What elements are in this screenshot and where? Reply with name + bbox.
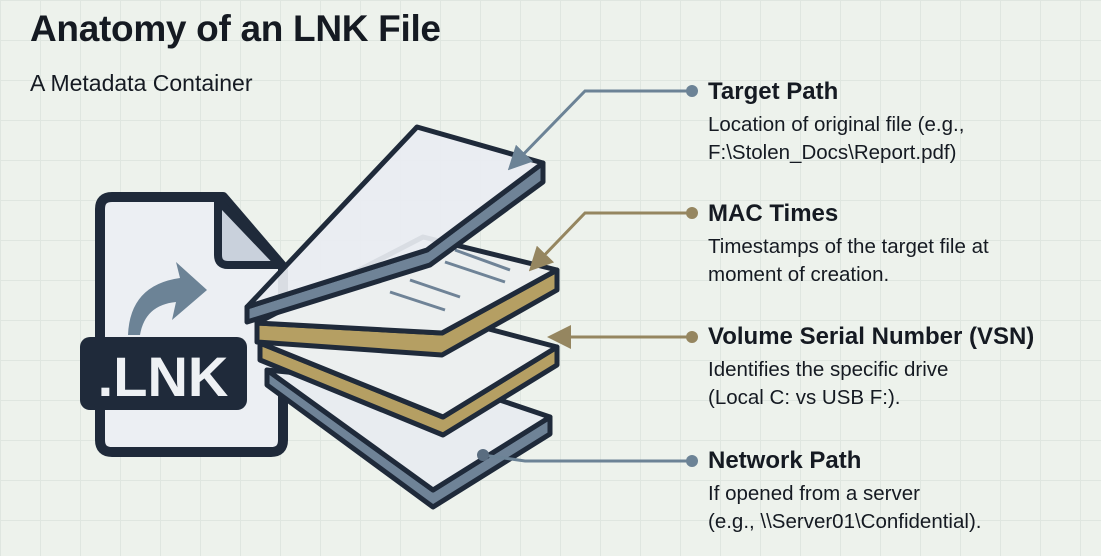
item-network-path: Network Path If opened from a server (e.g… bbox=[708, 446, 981, 536]
item-heading: Target Path bbox=[708, 78, 839, 105]
item-line: (e.g., \\Server01\Confidential). bbox=[708, 510, 982, 533]
item-vsn: Volume Serial Number (VSN) Identifies th… bbox=[708, 322, 1034, 412]
connector-target-path bbox=[507, 85, 698, 171]
item-line: Timestamps of the target file at bbox=[708, 235, 989, 258]
page-subtitle: A Metadata Container bbox=[30, 70, 253, 96]
item-target-path: Target Path Location of original file (e… bbox=[708, 77, 964, 167]
item-heading: Network Path bbox=[708, 447, 862, 474]
item-heading: Volume Serial Number (VSN) bbox=[708, 323, 1035, 350]
item-line: (Local C: vs USB F:). bbox=[708, 386, 901, 409]
connector-mac-times bbox=[528, 207, 698, 272]
connector-network-path bbox=[477, 449, 698, 467]
file-icon: .LNK bbox=[80, 192, 288, 457]
page-title: Anatomy of an LNK File bbox=[30, 8, 441, 49]
layer-target-path bbox=[244, 124, 546, 325]
connector-vsn bbox=[547, 325, 698, 349]
item-line: If opened from a server bbox=[708, 482, 920, 505]
item-line: Location of original file (e.g., bbox=[708, 113, 965, 136]
item-line: Identifies the specific drive bbox=[708, 358, 949, 381]
item-line: moment of creation. bbox=[708, 263, 890, 286]
lnk-badge bbox=[80, 337, 247, 410]
lnk-badge-label: .LNK bbox=[98, 345, 229, 408]
item-mac-times: MAC Times Timestamps of the target file … bbox=[708, 199, 989, 289]
item-line: F:\Stolen_Docs\Report.pdf) bbox=[708, 141, 957, 164]
item-heading: MAC Times bbox=[708, 200, 839, 227]
shortcut-arrow-icon bbox=[128, 262, 207, 335]
